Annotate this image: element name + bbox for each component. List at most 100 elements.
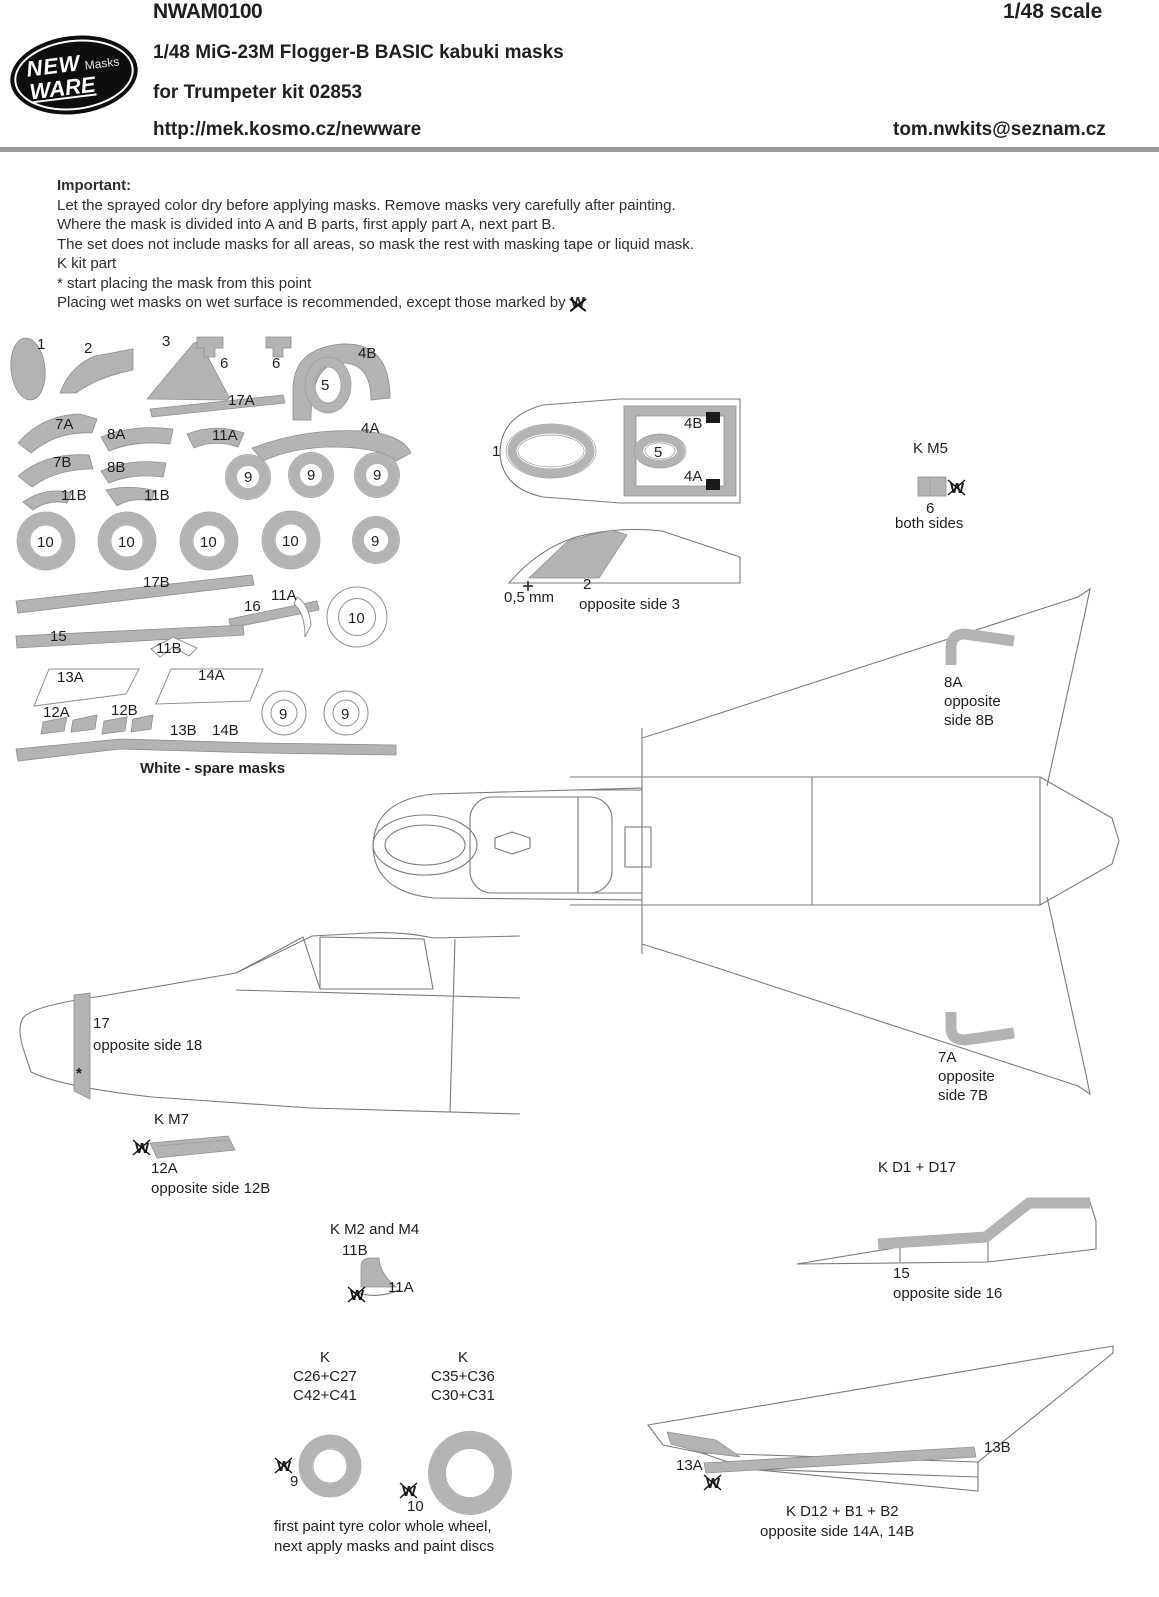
instructions-title: Important:	[57, 177, 132, 194]
tail-note: opposite side 16	[893, 1285, 1002, 1302]
mask-shape-17a	[149, 394, 286, 418]
mask-label: 10	[37, 534, 54, 551]
mask-label: 11B	[144, 487, 170, 504]
mask-label: 8A	[107, 426, 125, 443]
km2m4-label-11a: 11A	[388, 1279, 414, 1296]
topview-label-7a: 7A	[938, 1049, 956, 1066]
mask-label: 14B	[212, 722, 239, 739]
diagram-km2m4: K M2 and M4 11B W 11A	[330, 1221, 419, 1304]
instruction-line-6-text: Placing wet masks on wet surface is reco…	[57, 294, 566, 311]
diagram-nose-masked	[372, 787, 652, 901]
km2m4-mask	[360, 1257, 398, 1288]
mask-label: 7A	[55, 416, 73, 433]
instruction-line-5: * start placing the mask from this point	[57, 274, 312, 292]
diagram-tail-side: K D1 + D17 15 opposite side 16	[796, 1159, 1097, 1302]
mask-label: 4A	[361, 420, 379, 437]
tail-title: K D1 + D17	[878, 1159, 956, 1176]
wheel-mask-10	[429, 1432, 511, 1514]
mask-ring-10b	[98, 512, 156, 570]
wheel1-parts-1: C26+C27	[293, 1368, 357, 1385]
spare-masks-caption: White - spare masks	[140, 760, 285, 777]
mask-label: 12B	[111, 702, 138, 719]
wing-label-13a: 13A	[676, 1457, 703, 1474]
topview-label-8a: 8A	[944, 674, 962, 691]
mask-label: 14A	[198, 667, 225, 684]
mask-8a-placement	[945, 628, 1015, 665]
noseside-label-17: 17	[93, 1015, 110, 1032]
mask-label: 10	[200, 534, 217, 551]
mask-shape-6a	[196, 336, 224, 358]
diagram-nose-top: 1 4B 5 4A	[492, 398, 741, 504]
diagram-wing-bottom: 13A W 13B K D12 + B1 + B2 opposite side …	[647, 1345, 1114, 1540]
header-divider	[0, 147, 1159, 152]
mask-shape-1	[10, 337, 46, 401]
mask-shape-12b	[101, 716, 128, 735]
mask-ring-10c	[180, 512, 238, 570]
wheel-note-1: first paint tyre color whole wheel,	[274, 1518, 492, 1535]
mask-shape-4a	[251, 430, 412, 462]
wheel2-number: 10	[407, 1498, 424, 1515]
mask-ring-9b	[289, 453, 333, 497]
wheel-mask-9	[299, 1435, 361, 1497]
mask-shape-11a	[186, 427, 245, 449]
km5-title: K M5	[913, 440, 948, 457]
canopy-number: 2	[583, 576, 591, 593]
km7-mask	[149, 1135, 236, 1159]
mask-shape-3	[146, 341, 230, 401]
wheel1-k: K	[320, 1349, 330, 1366]
km5-number: 6	[926, 500, 934, 517]
canopy-frame-mask	[623, 405, 737, 497]
instructions-block: Important: Let the sprayed color dry bef…	[57, 176, 694, 313]
km2m4-title: K M2 and M4	[330, 1221, 419, 1238]
mask-label: 5	[321, 377, 329, 394]
topview-label-7a-opp: opposite	[938, 1068, 995, 1085]
mask-17-placement	[73, 992, 91, 1100]
spare-shape-11b	[150, 636, 198, 658]
product-code: NWAM0100	[153, 0, 263, 23]
instruction-line-4: K kit part	[57, 255, 117, 272]
wheel1-parts-2: C42+C41	[293, 1387, 357, 1404]
mask-shape-17b	[15, 574, 255, 614]
mask-shape-2	[59, 348, 134, 394]
wing-note: opposite side 14A, 14B	[760, 1523, 914, 1540]
noseside-note: opposite side 18	[93, 1037, 202, 1054]
nose-top-label-5: 5	[654, 444, 662, 461]
spare-shape-14a	[155, 668, 264, 705]
km2m4-label-11b: 11B	[342, 1242, 368, 1259]
mask-label: 9	[371, 533, 379, 550]
km5-mask	[917, 476, 947, 497]
mask-shape-11b-b	[105, 486, 157, 507]
hinge-square	[706, 412, 720, 423]
mask-label: 17B	[143, 574, 170, 591]
mask-label: 9	[373, 467, 381, 484]
mask-shape-7a	[17, 413, 98, 454]
wheel2-parts-2: C30+C31	[431, 1387, 495, 1404]
mask-sheet: 1 2 3 6 6 4B 5 17A 7A 8A 11A 4A 7B 8B 9 …	[10, 333, 412, 777]
mask-shape-8b	[100, 461, 167, 484]
nose-top-label-4b: 4B	[684, 415, 702, 432]
mask-15-placement	[877, 1197, 1090, 1250]
spare-shape-11a	[293, 596, 312, 638]
mask-label: 11B	[61, 487, 87, 504]
mask-shape-8a	[100, 427, 174, 452]
mask-label: 15	[50, 628, 67, 645]
mask-label: 3	[162, 333, 170, 350]
mask-label: 11B	[156, 640, 182, 657]
wing-label-13b: 13B	[984, 1439, 1011, 1456]
wet-mask-icon: W	[570, 293, 586, 313]
diagram-wheels: K C26+C27 C42+C41 K C35+C36 C30+C31 W 9 …	[274, 1349, 512, 1555]
mask-label: 11A	[271, 587, 297, 604]
diagram-top-view: 8A opposite side 8B 7A opposite side 7B	[570, 587, 1120, 1104]
wing-title: K D12 + B1 + B2	[786, 1503, 899, 1520]
windscreen-side-mask	[527, 529, 628, 579]
nose-top-label-4a: 4A	[684, 468, 702, 485]
wheel-note-2: next apply masks and paint discs	[274, 1538, 494, 1555]
diagram-km7: K M7 W 12A opposite side 12B	[132, 1111, 270, 1197]
tail-number: 15	[893, 1265, 910, 1282]
km7-number: 12A	[151, 1160, 178, 1177]
product-title: 1/48 MiG-23M Flogger-B BASIC kabuki mask…	[153, 42, 564, 63]
windscreen-mask	[507, 424, 595, 478]
canopy-measure: 0,5 mm	[504, 589, 554, 606]
scale-label: 1/48 scale	[1003, 0, 1103, 23]
mask-label: 7B	[53, 454, 71, 471]
